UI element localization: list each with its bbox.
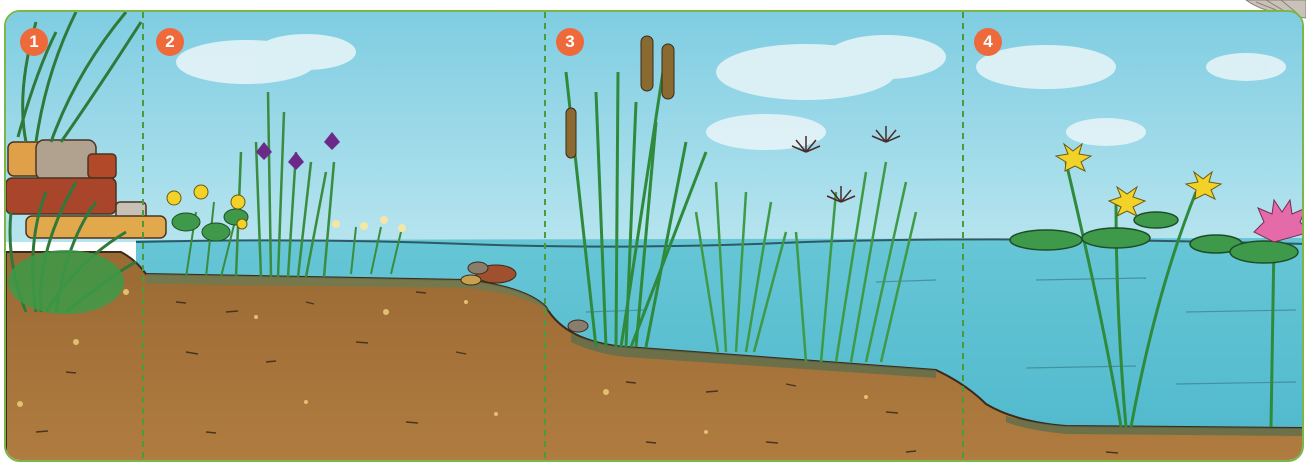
pond-zones-diagram: 1 2 3 4 <box>4 10 1304 462</box>
zone-badge-2: 2 <box>156 28 184 56</box>
bank-shrub <box>8 250 124 314</box>
zone-badge-3: 3 <box>556 28 584 56</box>
zone-badge-1: 1 <box>20 28 48 56</box>
zone-badge-4: 4 <box>974 28 1002 56</box>
pond-scene <box>6 12 1304 462</box>
